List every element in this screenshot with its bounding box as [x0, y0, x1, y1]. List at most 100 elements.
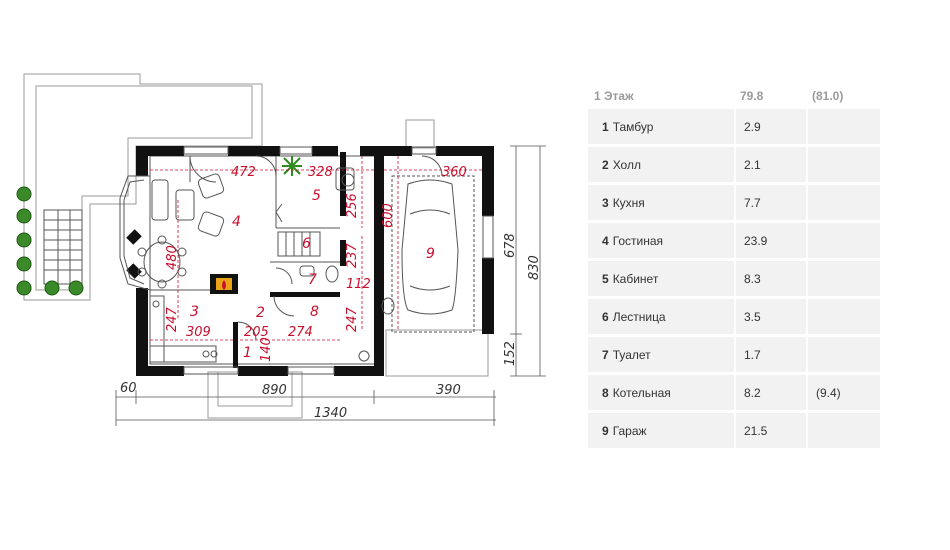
fireplace — [210, 274, 238, 294]
room-number: 6 — [602, 309, 609, 324]
dim-112: 112 — [346, 277, 371, 292]
room-name: Лестница — [612, 309, 666, 324]
room-number: 5 — [602, 271, 609, 286]
floor-area: 79.8 — [740, 89, 764, 103]
dim-890: 890 — [262, 383, 287, 398]
room-number: 8 — [602, 385, 609, 400]
room-area-extra — [808, 109, 880, 144]
floor-plan: 1 2 3 4 5 6 7 8 9 472 328 360 256 600 48… — [16, 73, 546, 426]
room-number: 2 — [602, 157, 609, 172]
dim-678: 678 — [503, 233, 518, 258]
dim-390: 390 — [436, 383, 461, 398]
windows — [183, 146, 494, 375]
room-number: 1 — [602, 119, 609, 134]
dim-274: 274 — [288, 325, 313, 340]
plant-icon — [282, 156, 302, 176]
room-name: Холл — [612, 157, 641, 172]
room-label-8: 8 — [310, 304, 319, 320]
dim-247-boiler: 247 — [345, 306, 360, 332]
room-number: 7 — [602, 347, 609, 362]
room-name: Тамбур — [612, 119, 654, 134]
room-area: 8.3 — [736, 261, 806, 296]
floor-label: 1 Этаж — [594, 89, 634, 103]
terrace — [23, 73, 263, 301]
room-area: 7.7 — [736, 185, 806, 220]
dim-472: 472 — [231, 165, 256, 180]
room-area-extra: (9.4) — [808, 375, 880, 410]
dim-256: 256 — [345, 193, 360, 218]
dim-1340: 1340 — [314, 406, 347, 421]
dim-205: 205 — [244, 325, 269, 340]
room-area-extra — [808, 337, 880, 372]
table-header: 1 Этаж 79.8 (81.0) — [588, 86, 888, 106]
outer-dimension-lines — [115, 145, 546, 426]
dimension-lines — [150, 156, 482, 341]
room-area: 21.5 — [736, 413, 806, 448]
room-area-extra — [808, 223, 880, 258]
garage-canopy — [405, 119, 435, 149]
dim-309: 309 — [186, 325, 211, 340]
dim-480: 480 — [165, 245, 180, 270]
room-area-extra — [808, 413, 880, 448]
kitchen-furniture — [149, 295, 218, 363]
garage-apron — [385, 329, 489, 377]
room-label-6: 6 — [302, 236, 311, 252]
room-name: Туалет — [612, 347, 651, 362]
room-number: 3 — [602, 195, 609, 210]
room-area: 23.9 — [736, 223, 806, 258]
toilet-fixtures — [299, 265, 395, 362]
doors — [189, 155, 443, 341]
dim-237: 237 — [345, 242, 360, 268]
room-label-1: 1 — [243, 345, 252, 361]
room-name: Гараж — [612, 423, 647, 438]
dim-360: 360 — [442, 165, 467, 180]
staircase — [277, 231, 321, 257]
room-area-extra — [808, 299, 880, 334]
room-area: 2.1 — [736, 147, 806, 182]
bay-window — [119, 175, 151, 291]
room-label-3: 3 — [190, 304, 199, 320]
room-label-2: 2 — [256, 305, 265, 321]
room-area: 2.9 — [736, 109, 806, 144]
dim-60: 60 — [120, 381, 137, 396]
dim-328: 328 — [308, 165, 333, 180]
room-name: Кабинет — [612, 271, 659, 286]
room-area: 3.5 — [736, 299, 806, 334]
room-name: Котельная — [612, 385, 671, 400]
room-area-extra — [808, 185, 880, 220]
entrance-porch — [207, 371, 303, 419]
room-area-extra — [808, 261, 880, 296]
dim-830: 830 — [527, 255, 542, 280]
room-area: 8.2 — [736, 375, 806, 410]
walls — [126, 146, 494, 376]
dim-140: 140 — [259, 337, 274, 362]
room-label-4: 4 — [232, 214, 241, 230]
floor-area-extra: (81.0) — [812, 89, 844, 103]
study-furniture — [335, 167, 355, 191]
room-label-5: 5 — [312, 188, 321, 204]
living-furniture — [137, 173, 225, 289]
room-label-7: 7 — [308, 272, 317, 288]
terrace-steps — [43, 209, 83, 285]
room-name: Кухня — [612, 195, 645, 210]
dim-152: 152 — [503, 341, 518, 366]
room-area-extra — [808, 147, 880, 182]
room-label-9: 9 — [426, 246, 435, 262]
